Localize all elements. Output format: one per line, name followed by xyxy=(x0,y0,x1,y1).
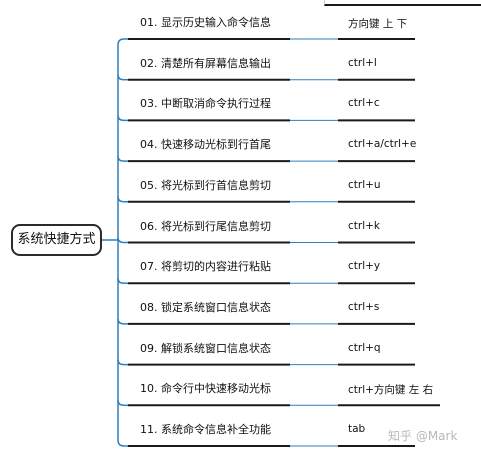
branch-label: 07. 将剪切的内容进行粘贴 xyxy=(140,260,271,274)
shortcut-key: ctrl+y xyxy=(348,260,381,273)
branch-label: 06. 将光标到行尾信息剪切 xyxy=(140,219,271,233)
shortcut-key: tab xyxy=(348,423,366,435)
shortcut-key: ctrl+q xyxy=(348,341,381,354)
branch-label: 11. 系统命令信息补全功能 xyxy=(140,423,271,436)
branch-item[interactable]: 06. 将光标到行尾信息剪切 ctrl+k xyxy=(0,218,481,258)
branch-label: 02. 清楚所有屏幕信息输出 xyxy=(140,56,271,70)
watermark: 知乎 @Mark xyxy=(388,429,458,443)
shortcut-key: ctrl+c xyxy=(348,97,380,110)
branch-label: 03. 中断取消命令执行过程 xyxy=(140,97,271,111)
branch-item[interactable]: 10. 命令行中快速移动光标 ctrl+方向键 左 右 xyxy=(0,380,481,420)
branch-curve xyxy=(117,318,125,325)
branch-curve xyxy=(117,278,125,284)
branch-label: 10. 命令行中快速移动光标 xyxy=(140,382,271,396)
branch-item[interactable]: 05. 将光标到行首信息剪切 ctrl+u xyxy=(0,177,481,217)
shortcut-key: ctrl+方向键 左 右 xyxy=(348,384,434,397)
branch-curve xyxy=(117,400,125,407)
branch-label: 01. 显示历史输入命令信息 xyxy=(140,16,271,29)
branch-item[interactable]: 04. 快速移动光标到行首尾 ctrl+a/ctrl+e xyxy=(0,136,481,176)
branch-item[interactable]: 03. 中断取消命令执行过程 ctrl+c xyxy=(0,95,481,135)
branch-curve xyxy=(117,74,125,81)
branch-item[interactable]: 07. 将剪切的内容进行粘贴 ctrl+y xyxy=(0,258,481,298)
shortcut-key: ctrl+k xyxy=(348,219,381,232)
branch-curve xyxy=(117,359,125,366)
branch-label: 09. 解锁系统窗口信息状态 xyxy=(140,341,271,355)
branch-item[interactable]: 09. 解锁系统窗口信息状态 ctrl+q xyxy=(0,340,481,380)
branch-label: 08. 锁定系统窗口信息状态 xyxy=(140,300,271,314)
branch-item[interactable]: 01. 显示历史输入命令信息 方向键 上 下 xyxy=(0,14,481,54)
branch-curve xyxy=(117,237,125,244)
root-node[interactable]: 系统快捷方式 xyxy=(11,224,102,256)
shortcut-key: ctrl+u xyxy=(348,178,381,191)
branch-curve xyxy=(117,196,125,203)
spine-top-curve xyxy=(117,38,125,46)
branch-item[interactable]: 11. 系统命令信息补全功能 tab xyxy=(0,421,481,461)
branch-label: 05. 将光标到行首信息剪切 xyxy=(140,178,271,192)
shortcut-key: 方向键 上 下 xyxy=(348,18,408,30)
shortcut-key: ctrl+a/ctrl+e xyxy=(348,138,417,151)
cropped-top-node xyxy=(324,0,481,6)
shortcut-key: ctrl+l xyxy=(348,56,377,69)
shortcut-key: ctrl+s xyxy=(348,300,380,313)
branch-item[interactable]: 02. 清楚所有屏幕信息输出 ctrl+l xyxy=(0,55,481,95)
branch-label: 04. 快速移动光标到行首尾 xyxy=(140,138,271,152)
branch-item[interactable]: 08. 锁定系统窗口信息状态 ctrl+s xyxy=(0,299,481,339)
branch-curve xyxy=(117,156,125,162)
spine-bottom-curve xyxy=(117,439,125,447)
branch-curve xyxy=(117,115,125,122)
